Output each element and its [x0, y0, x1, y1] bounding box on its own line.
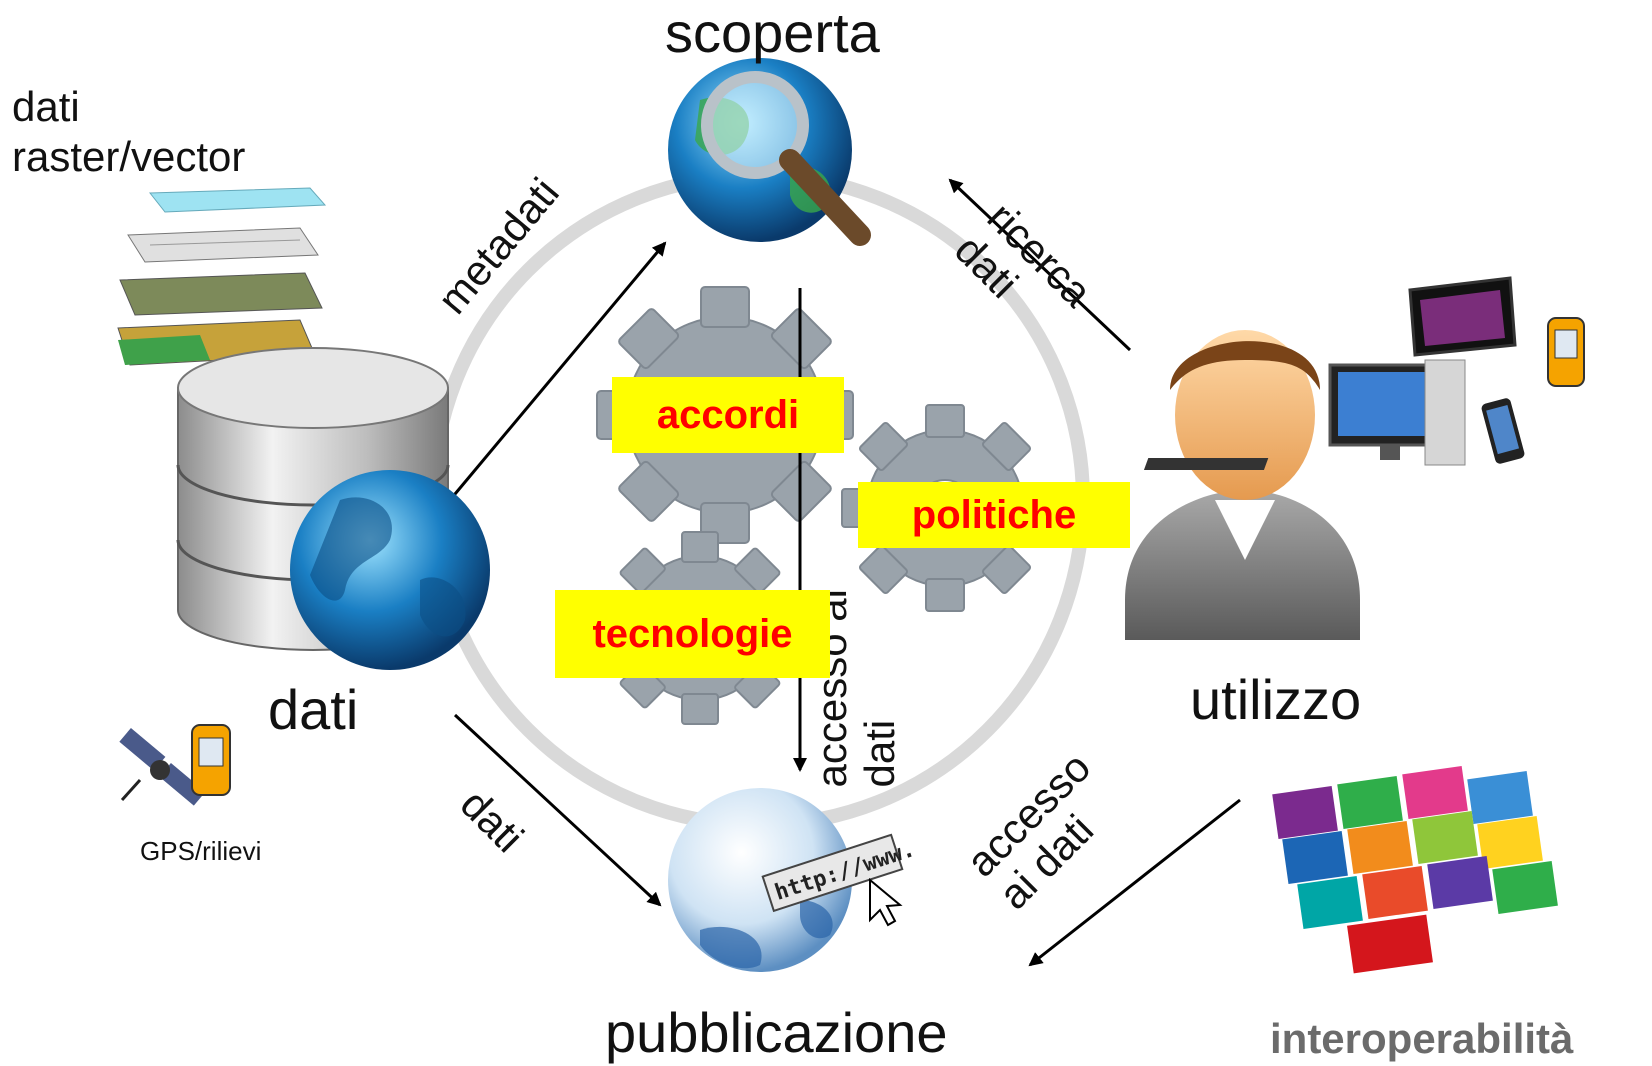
- puzzle-icon: [1272, 766, 1558, 974]
- node-label-utilizzo: utilizzo: [1190, 668, 1362, 731]
- pillar-accordi: accordi: [612, 377, 844, 453]
- magnifier-globe-icon: [668, 58, 871, 246]
- arrow-accesso-dati-right: [1028, 798, 1241, 967]
- tablet-icon: [1408, 276, 1517, 357]
- node-label-dati: dati: [268, 678, 359, 741]
- smartphone-icon: [1481, 398, 1525, 464]
- raster-vector-label: dati raster/vector: [12, 83, 246, 181]
- gps-device-icon: [1547, 317, 1585, 387]
- gps-label: GPS/rilievi: [140, 836, 262, 866]
- arrow-ricerca-dati: [948, 178, 1132, 352]
- map-layers-icon: [117, 187, 327, 366]
- pillar-tecnologie: tecnologie: [555, 590, 830, 678]
- pillar-politiche: politiche: [858, 482, 1130, 548]
- arrow-dati: [453, 713, 662, 907]
- www-globe-icon: http://www.: [668, 788, 918, 972]
- node-label-scoperta: scoperta: [665, 1, 880, 64]
- arrow-metadati: [448, 241, 667, 501]
- desktop-computer-icon: [1143, 359, 1466, 470]
- interoperabilita-label: interoperabilità: [1270, 1015, 1574, 1062]
- satellite-icon: [119, 727, 206, 806]
- node-label-pubblicazione: pubblicazione: [605, 1001, 948, 1064]
- user-avatar-icon: [1125, 330, 1360, 640]
- globe-icon: [290, 470, 490, 670]
- gps-device-icon: [191, 724, 231, 796]
